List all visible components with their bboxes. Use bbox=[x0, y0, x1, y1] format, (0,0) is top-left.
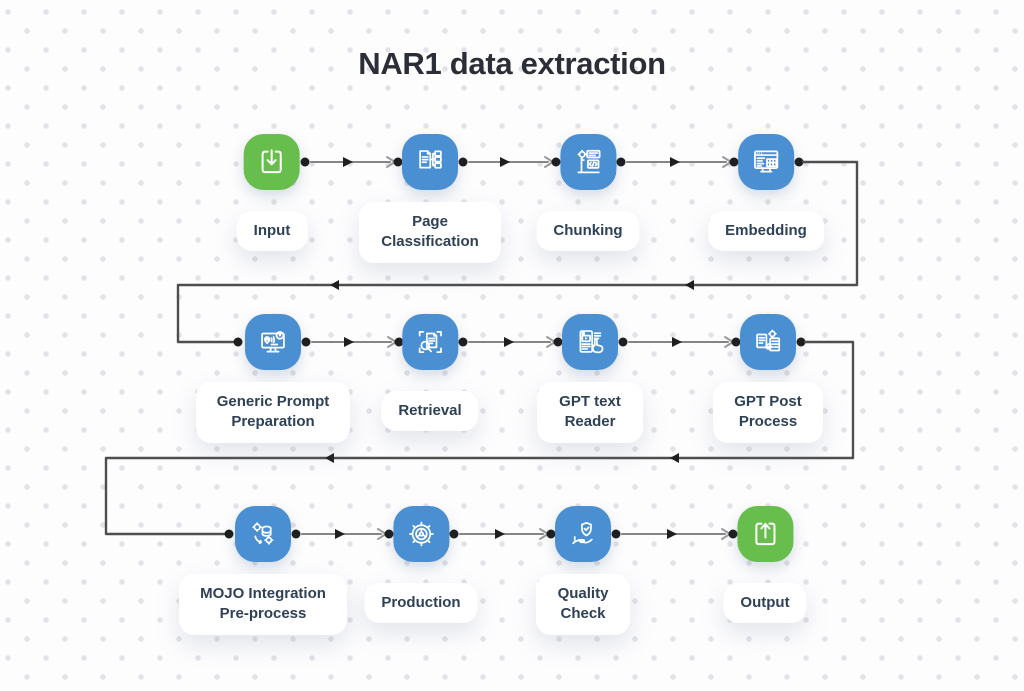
node-label-card: Generic Prompt Preparation bbox=[196, 382, 350, 443]
node-chunking: Chunking bbox=[536, 134, 640, 252]
node-mojo-integration-pre-process: MOJO Integration Pre-process bbox=[179, 506, 347, 635]
production-icon-box bbox=[392, 506, 449, 562]
node-label: GPT Post Process bbox=[734, 393, 802, 431]
quality-shield-icon bbox=[572, 521, 593, 545]
chunking-icon-box bbox=[560, 134, 616, 190]
integration-gears-icon bbox=[252, 522, 274, 545]
node-label-card: Production bbox=[364, 583, 478, 624]
node-label: Production bbox=[381, 594, 461, 611]
node-label-card: Quality Check bbox=[536, 574, 630, 635]
node-label-card: GPT text Reader bbox=[537, 382, 643, 443]
node-label-card: Output bbox=[723, 583, 807, 624]
text-reader-icon bbox=[579, 330, 604, 354]
node-retrieval: Retrieval bbox=[381, 314, 479, 432]
node-label: Page Classification bbox=[381, 213, 479, 251]
node-label-card: Chunking bbox=[536, 211, 640, 252]
node-production: Production bbox=[364, 506, 478, 624]
node-gpt-post-process: GPT Post Process bbox=[713, 314, 823, 443]
node-label-card: Input bbox=[236, 211, 308, 252]
mojo-icon-box bbox=[235, 506, 291, 562]
embedding-icon-box bbox=[737, 134, 794, 190]
page-title: NAR1 data extraction bbox=[358, 46, 666, 81]
retrieval-search-icon bbox=[418, 331, 442, 353]
node-gpt-text-reader: GPT text Reader bbox=[537, 314, 643, 443]
chunking-machine-icon bbox=[577, 149, 601, 174]
prompt-monitor-icon bbox=[261, 331, 285, 353]
node-label: Quality Check bbox=[557, 585, 609, 623]
node-input: Input bbox=[236, 134, 308, 252]
node-label: Input bbox=[253, 222, 291, 239]
gpt-text-reader-icon-box bbox=[562, 314, 618, 370]
node-page-classification: Page Classification bbox=[359, 134, 501, 263]
node-label-card: Page Classification bbox=[359, 202, 501, 263]
production-gear-icon bbox=[408, 521, 434, 547]
page-classification-icon bbox=[419, 150, 442, 169]
embedding-window-icon bbox=[753, 150, 779, 173]
node-label: Chunking bbox=[553, 222, 623, 239]
node-label: MOJO Integration Pre-process bbox=[200, 585, 326, 623]
generic-prompt-icon-box bbox=[245, 314, 301, 370]
node-label: Embedding bbox=[725, 222, 807, 239]
node-label-card: MOJO Integration Pre-process bbox=[179, 574, 347, 635]
connector-qualitycheck-output bbox=[611, 528, 738, 540]
node-generic-prompt-preparation: Generic Prompt Preparation bbox=[196, 314, 350, 443]
post-process-icon bbox=[756, 329, 781, 352]
page-classification-icon-box bbox=[402, 134, 458, 190]
output-icon-box bbox=[737, 506, 793, 562]
input-download-icon bbox=[261, 149, 283, 174]
node-label: GPT text Reader bbox=[559, 393, 621, 431]
retrieval-icon-box bbox=[402, 314, 458, 370]
node-label: Output bbox=[740, 594, 790, 611]
node-label-card: Retrieval bbox=[381, 391, 479, 432]
node-label-card: Embedding bbox=[708, 211, 824, 252]
quality-check-icon-box bbox=[555, 506, 611, 562]
node-label: Retrieval bbox=[398, 402, 462, 419]
node-label-card: GPT Post Process bbox=[713, 382, 823, 443]
node-output: Output bbox=[723, 506, 807, 624]
input-icon-box bbox=[244, 134, 300, 190]
node-label: Generic Prompt Preparation bbox=[216, 393, 330, 431]
output-upload-icon bbox=[754, 522, 776, 546]
node-embedding: Embedding bbox=[708, 134, 824, 252]
node-quality-check: Quality Check bbox=[536, 506, 630, 635]
gpt-post-process-icon-box bbox=[740, 314, 796, 370]
